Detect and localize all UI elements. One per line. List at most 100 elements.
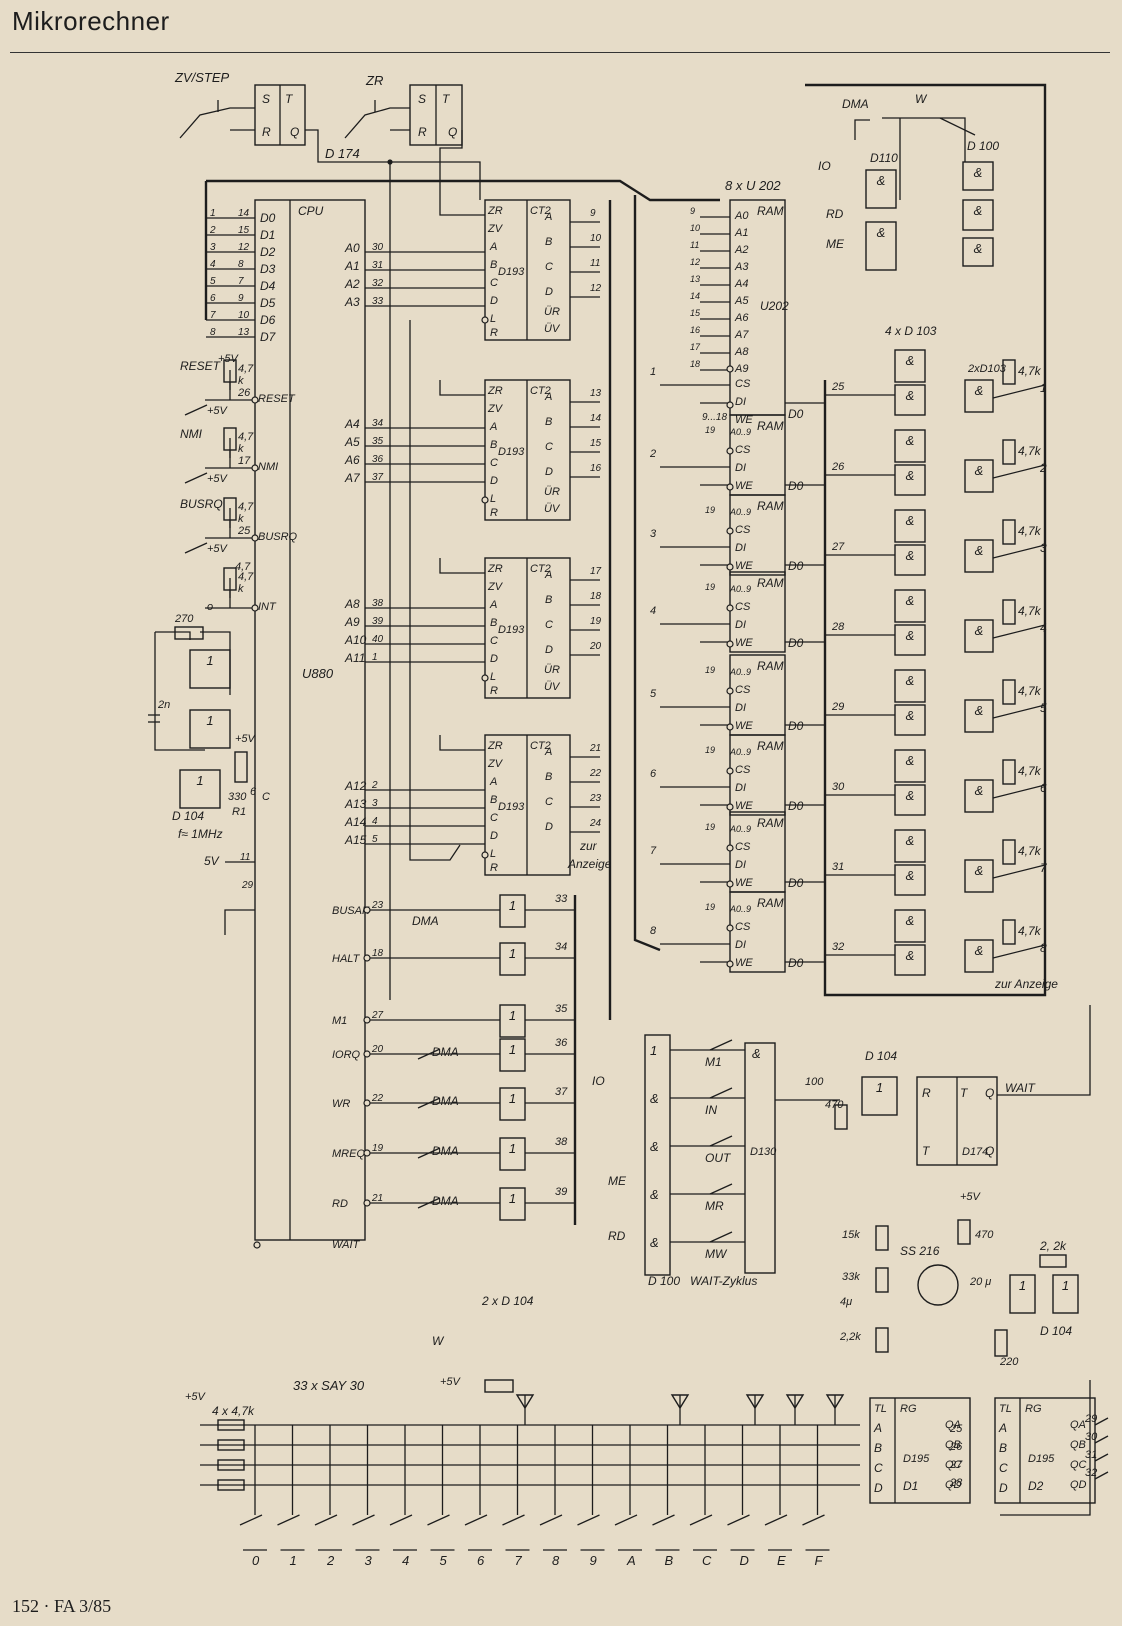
gate-label: &: [650, 1091, 659, 1106]
key-label: D: [740, 1553, 749, 1568]
data-out-label: D0: [788, 559, 804, 573]
counter-output: B: [545, 416, 552, 428]
wire: [939, 117, 976, 136]
supply-label: +5V: [185, 1391, 207, 1403]
label: R: [490, 685, 498, 697]
pin-num: 19: [372, 1143, 384, 1154]
data-bus: [206, 179, 720, 202]
ram-addr-pin: A5: [734, 295, 749, 307]
resistor-value: 4,7: [238, 571, 254, 583]
d104-pair-label: 2 x D 104: [481, 1294, 534, 1308]
label: DI: [735, 859, 746, 871]
label: ZV: [487, 223, 504, 235]
bus-num: 24: [589, 818, 602, 829]
wire: [992, 544, 1046, 559]
inversion-bubble: [251, 396, 259, 404]
pin-num: 37: [372, 472, 384, 483]
ram-label: RAM: [757, 419, 784, 433]
anzeige-label: Anzeige: [567, 857, 612, 871]
d195-label: D195: [903, 1453, 930, 1465]
nand-gate: [894, 909, 926, 943]
ram-addr-pin: A9: [734, 363, 748, 375]
counter-input: D: [490, 830, 498, 842]
label: ÜV: [544, 323, 561, 335]
pin-num: 19: [705, 425, 715, 435]
inversion-bubble: [726, 447, 734, 455]
lamp-in-num: 32: [832, 941, 844, 953]
shift-mid-num: 28: [949, 1477, 963, 1489]
resistor-470: [834, 1104, 848, 1130]
io-label: IO: [592, 1074, 605, 1088]
label: R: [262, 125, 271, 139]
label: o: [207, 601, 213, 613]
key-switch-icon: [352, 1514, 375, 1526]
bus-num: 15: [690, 308, 701, 318]
busrq-switch-icon: [184, 542, 208, 554]
dma-switch-icon: [417, 1097, 441, 1109]
pin-num: 38: [372, 598, 384, 609]
page-header-title: Mikrorechner: [12, 6, 170, 36]
key-switch-icon: [727, 1514, 750, 1526]
label: DI: [735, 542, 746, 554]
resistor-270: [174, 626, 204, 640]
pin-num: 18: [372, 948, 384, 959]
key-label: B: [665, 1553, 674, 1568]
page-footer: 152 · FA 3/85: [12, 1596, 112, 1616]
ram-bus: [633, 195, 661, 952]
resistor-2k2: [1039, 1254, 1067, 1268]
d100-label: D 100: [967, 139, 999, 153]
pin-num: 3: [372, 798, 378, 809]
counter-input: A: [489, 241, 497, 253]
label: DI: [735, 619, 746, 631]
d110-label: D110: [870, 151, 898, 165]
gate-label: &: [906, 353, 915, 368]
wire: [997, 1005, 1091, 1096]
halt-pin-label: HALT: [332, 953, 361, 965]
data-pin-label: D4: [260, 279, 276, 293]
counter-input: A: [489, 776, 497, 788]
gate-label: &: [975, 783, 984, 798]
counter-output: C: [545, 796, 553, 808]
bus-num: 9: [690, 206, 695, 216]
ram-addr-group: A0..9: [729, 667, 751, 677]
d100-wait-gates: [644, 1034, 671, 1276]
wait-switch-icon: [709, 1039, 733, 1051]
resistor-value: 4,7k: [1018, 924, 1042, 938]
wire: [1094, 1453, 1109, 1462]
ram-addr-pin: A3: [734, 261, 749, 273]
shift-output: QB: [945, 1439, 961, 1451]
label: CS: [735, 841, 751, 853]
gate-label: &: [906, 753, 915, 768]
lamp-out-num: 6: [1040, 781, 1047, 795]
pin-num: 19: [705, 902, 715, 912]
gate-label: &: [650, 1235, 659, 1250]
gate-label: &: [906, 548, 915, 563]
label: DI: [735, 939, 746, 951]
resistor-4k7: [217, 1419, 245, 1431]
inversion-bubble: [726, 365, 734, 373]
key-switch-icon: [764, 1514, 788, 1526]
pin-num: 32: [372, 278, 384, 289]
bus-num: 20: [589, 641, 602, 652]
pin-num: 2: [371, 780, 378, 791]
gate-label: &: [975, 623, 984, 638]
label: &: [752, 1046, 761, 1061]
dma-switch-icon: [417, 1147, 441, 1159]
key-switch-icon: [539, 1514, 563, 1526]
ram-addr-group: A0..9: [729, 904, 751, 914]
resistor-4k7k: [1002, 679, 1016, 705]
wire: [1094, 1435, 1109, 1444]
counter-input: A: [489, 599, 497, 611]
pin-num: 30: [372, 242, 384, 253]
pin-num: 5: [372, 834, 378, 845]
wire: [992, 624, 1046, 639]
ram-addr-group: A0..9: [729, 427, 751, 437]
bus-num: 33: [555, 893, 568, 905]
bus-num: 17: [690, 342, 701, 352]
gate-label: 1: [509, 1141, 516, 1156]
wire: [439, 380, 485, 396]
rd-label: RD: [608, 1229, 626, 1243]
key-switch-icon: [389, 1514, 413, 1526]
wait-cycle-switch: MR: [705, 1199, 724, 1213]
counter-output: C: [545, 261, 553, 273]
